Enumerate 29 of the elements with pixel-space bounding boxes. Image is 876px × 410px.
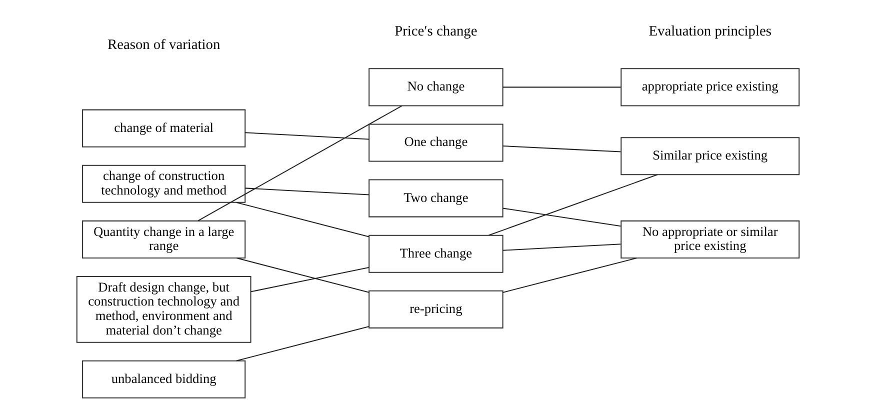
node-box: change of construction technology and method xyxy=(82,164,246,202)
connector xyxy=(236,257,370,292)
connector xyxy=(502,243,621,250)
connector xyxy=(245,132,370,140)
connector xyxy=(198,104,402,221)
node-box: unbalanced bidding xyxy=(82,360,246,398)
label: Evaluation principles xyxy=(648,22,772,39)
label: Price′s change xyxy=(394,22,478,39)
node-box: No change xyxy=(368,68,504,106)
connector xyxy=(502,257,637,292)
connector xyxy=(236,201,370,237)
node-box: Two change xyxy=(368,178,504,217)
node-box: Draft design change, but construction technology and method, environment and material don’t change xyxy=(76,275,252,342)
node-box: Similar price existing xyxy=(620,136,800,175)
node-box: re-pricing xyxy=(368,290,504,328)
connector xyxy=(250,266,369,292)
connector xyxy=(502,86,621,88)
connector xyxy=(488,174,658,236)
node-box: change of material xyxy=(82,108,246,147)
node-box: No appropriate or similar price existing xyxy=(620,220,800,258)
connector xyxy=(236,326,370,361)
node-box: appropriate price existing xyxy=(620,68,800,106)
connector xyxy=(502,207,621,226)
connector xyxy=(245,187,370,195)
node-box: One change xyxy=(368,123,504,162)
label: Reason of variation xyxy=(107,36,220,52)
node-box: Three change xyxy=(368,234,504,272)
node-box: Quantity change in a large range xyxy=(82,220,246,258)
connector xyxy=(502,144,621,152)
